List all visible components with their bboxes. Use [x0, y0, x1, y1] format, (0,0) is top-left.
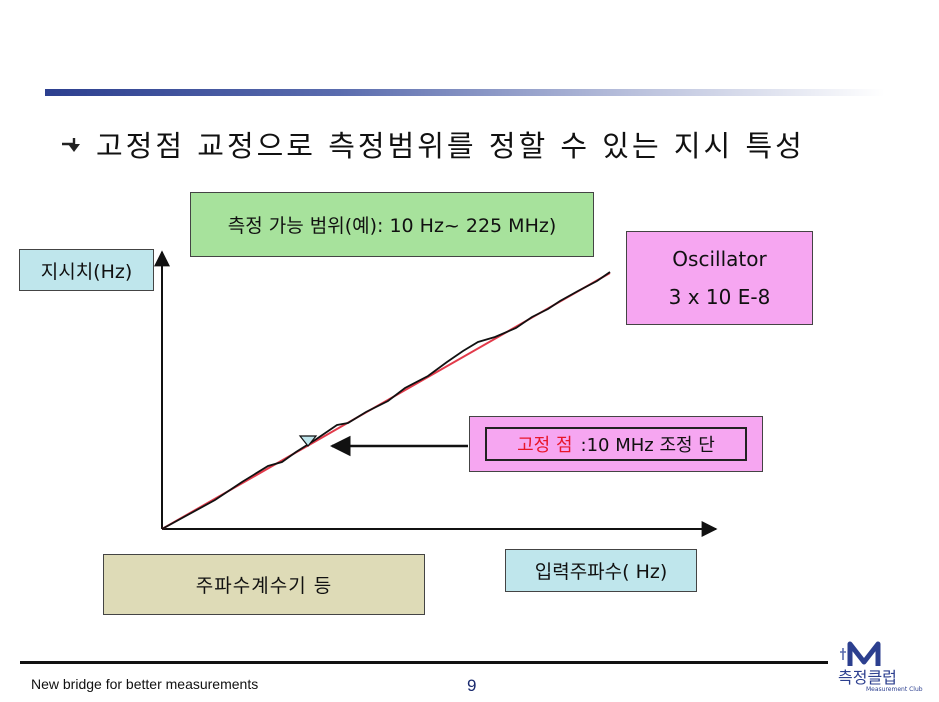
frequency-counter-text: 주파수계수기 등: [195, 575, 333, 597]
page-number: 9: [467, 676, 477, 695]
oscillator-box: Oscillator 3 x 10 E-8: [626, 231, 813, 325]
x-axis-label-box: 입력주파수( Hz): [505, 549, 697, 592]
arrow-down-right-icon: [62, 138, 80, 152]
measurement-range-box: 측정 가능 범위(예): 10 Hz~ 225 MHz): [190, 192, 594, 257]
footer-rule: [20, 661, 828, 664]
fixed-point-highlight: 고정 점: [517, 435, 573, 456]
svg-text:측정클럽: 측정클럽: [838, 668, 897, 687]
measurement-range-text: 측정 가능 범위(예): 10 Hz~ 225 MHz): [227, 215, 557, 237]
oscillator-label: Oscillator: [672, 247, 767, 271]
footer-tagline: New bridge for better measurements: [31, 676, 259, 692]
y-axis-label-box: 지시치(Hz): [19, 249, 154, 291]
svg-text:Measurement Club: Measurement Club: [866, 686, 923, 692]
fixed-point-box: 고정 점 :10 MHz 조정 단: [469, 416, 763, 472]
x-axis-label: 입력주파수( Hz): [534, 561, 668, 583]
triangle-down-icon: [298, 435, 318, 447]
fixed-point-text: :10 MHz 조정 단: [580, 435, 715, 456]
measured-response-line: [161, 271, 611, 530]
fixed-point-inner-frame: 고정 점 :10 MHz 조정 단: [485, 427, 747, 461]
header-gradient-bar: [45, 89, 885, 96]
y-axis-label: 지시치(Hz): [40, 260, 133, 283]
oscillator-stability: 3 x 10 E-8: [668, 285, 771, 309]
measurement-club-logo: 측정클럽 Measurement Club: [838, 641, 923, 692]
frequency-counter-box: 주파수계수기 등: [103, 554, 425, 615]
heading-text: 고정점 교정으로 측정범위를 정할 수 있는 지시 특성: [96, 129, 805, 163]
slide-heading: 고정점 교정으로 측정범위를 정할 수 있는 지시 특성: [58, 124, 805, 164]
